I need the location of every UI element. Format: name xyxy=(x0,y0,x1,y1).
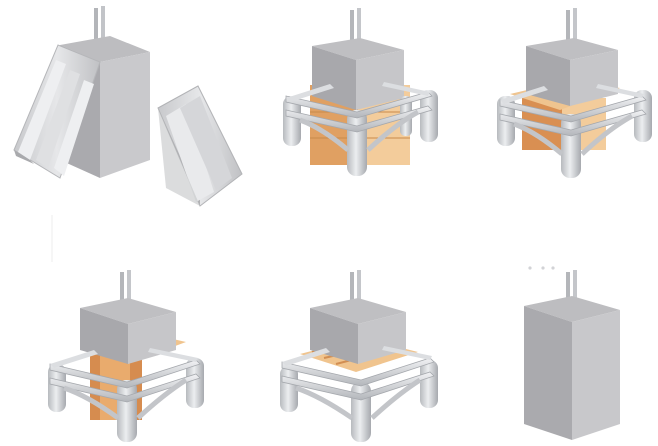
step-4-lowered-on-cribs xyxy=(48,270,204,442)
step-3-partial-crib-removal xyxy=(497,8,652,178)
column-front-face xyxy=(524,306,572,440)
step-1-formwork-removed xyxy=(14,6,242,206)
step-2-jacked-on-timber-cribs xyxy=(283,8,438,176)
faint-marks xyxy=(52,215,555,270)
concrete-block xyxy=(80,270,176,364)
step-6-freestanding-column xyxy=(524,270,620,440)
formwork-panel-right xyxy=(158,86,242,206)
step-5-on-thin-packing xyxy=(280,270,438,442)
concrete-block xyxy=(312,8,404,110)
column-side-face xyxy=(572,310,620,440)
